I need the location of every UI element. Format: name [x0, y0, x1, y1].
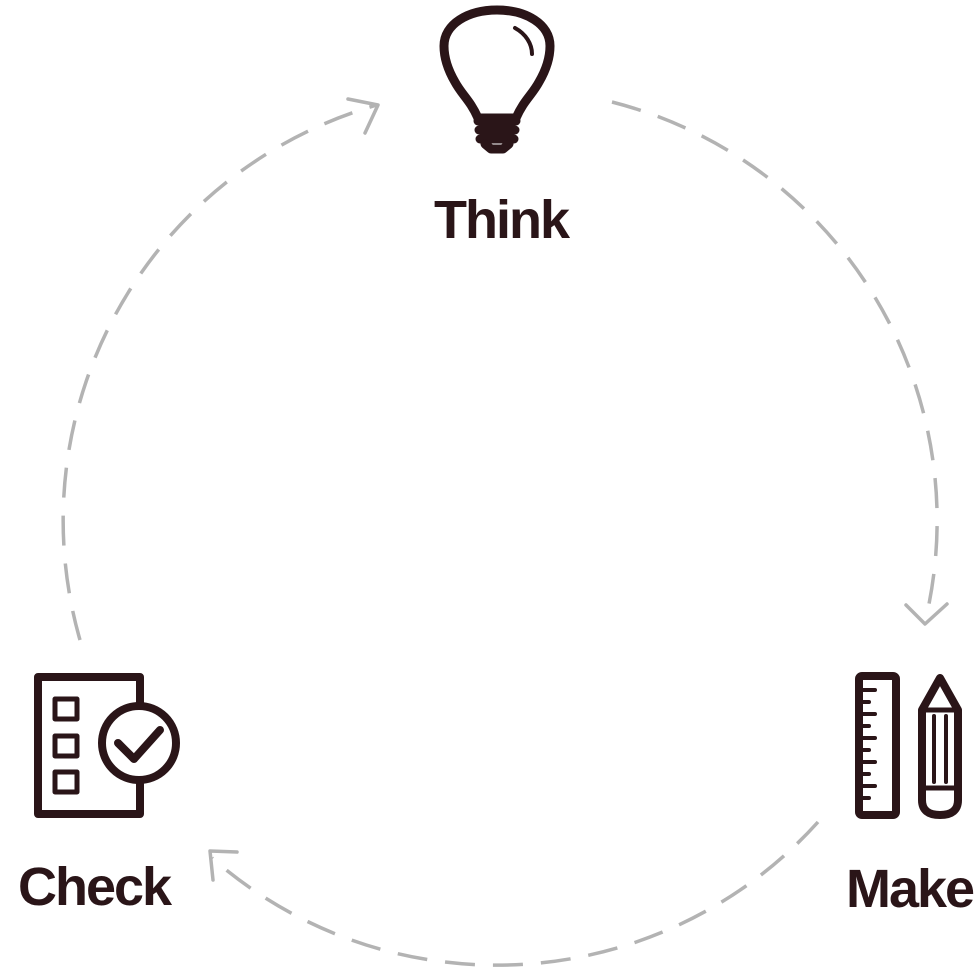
- arrow-check-to-think: [61, 103, 378, 641]
- lightbulb-icon: [439, 5, 555, 154]
- step-label-think: Think: [434, 190, 570, 250]
- checklist-icon: [34, 673, 180, 818]
- arrowhead-at-check: [208, 849, 239, 882]
- ruler-pencil-icon: [855, 672, 962, 819]
- arrowhead-at-think: [346, 97, 380, 135]
- arrow-think-to-make: [611, 100, 939, 619]
- cycle-arrows: [61, 100, 939, 967]
- arrowhead-at-make: [904, 602, 949, 626]
- step-label-check: Check: [18, 857, 172, 917]
- arrowheads: [208, 97, 949, 882]
- arrow-make-to-check: [210, 820, 820, 967]
- step-label-make: Make: [846, 859, 975, 919]
